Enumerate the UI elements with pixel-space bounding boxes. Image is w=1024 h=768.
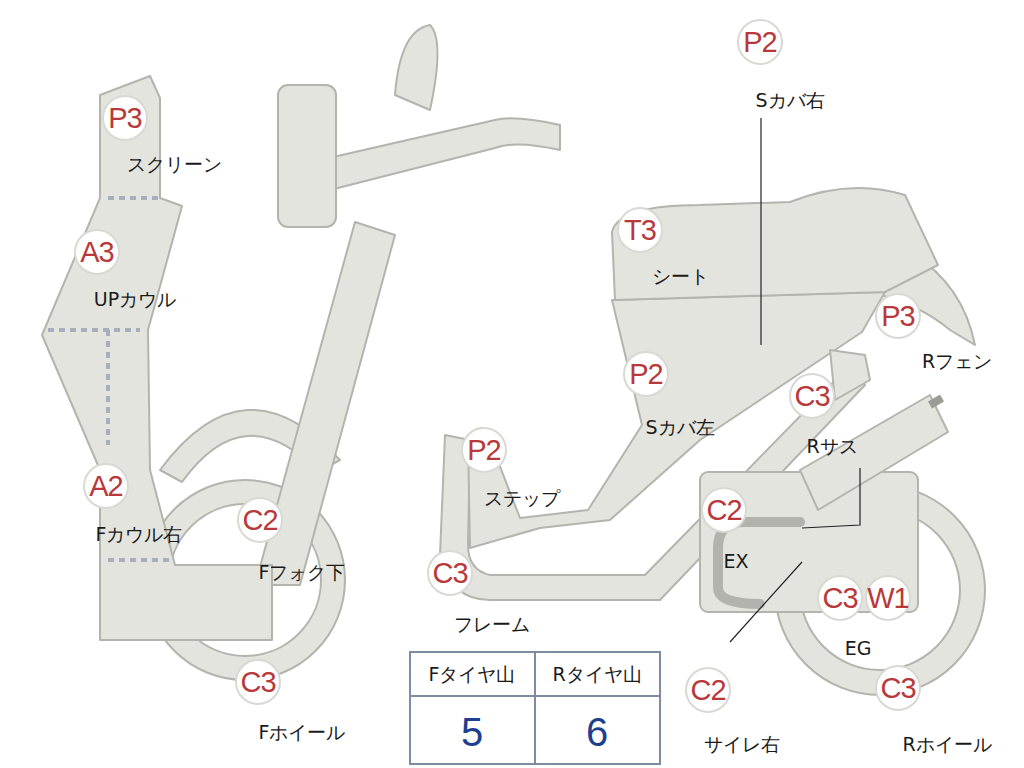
callout-code: C3: [877, 667, 919, 709]
callout-code: P2: [463, 429, 505, 471]
callout-circle: C3Rホイール: [875, 665, 921, 711]
table-value: 5: [461, 710, 483, 755]
part-name: Rフェン: [922, 349, 992, 375]
callout-circle: P2Sカバ左: [623, 351, 669, 397]
callout-code: T3: [619, 209, 661, 251]
tire-table: [410, 652, 660, 764]
callout-code: C3: [237, 661, 279, 703]
callout-circle: W1: [865, 575, 911, 621]
table-header: Rタイヤ山: [552, 662, 641, 688]
callout-circle: C2Fフォク下: [237, 497, 283, 543]
part-name: EX: [723, 550, 748, 572]
callout-code: W1: [867, 577, 909, 619]
part-name: UPカウル: [94, 287, 176, 313]
callout-circle: A3UPカウル: [74, 229, 120, 275]
part-name: Rサス: [806, 434, 857, 460]
part-name: Sカバ右: [755, 88, 824, 114]
callout-circle: C3フレーム: [427, 550, 473, 596]
callout-circle: P2Sカバ右: [737, 19, 783, 65]
mirror: [395, 25, 438, 110]
callout-circle: P3Rフェン: [875, 293, 921, 339]
shock-top: [830, 350, 870, 400]
callout-code: C3: [819, 577, 861, 619]
part-name: ステップ: [484, 486, 560, 512]
part-name: Fフォク下: [259, 560, 346, 586]
exhaust-pipe: [718, 522, 800, 604]
callout-circle: A2Fカウル右: [83, 463, 129, 509]
table-value: 6: [586, 710, 608, 755]
part-name: Fホイール: [259, 720, 346, 746]
part-name: スクリーン: [127, 152, 222, 178]
callout-code: P2: [739, 21, 781, 63]
callout-code: C2: [703, 489, 745, 531]
part-name: シート: [652, 264, 709, 290]
callout-code: P3: [104, 97, 146, 139]
callout-code: P2: [625, 353, 667, 395]
front-cowl: [42, 76, 272, 640]
part-name: Fカウル右: [96, 522, 183, 548]
table-header: Fタイヤ山: [429, 662, 516, 688]
callout-circle: C2EX: [701, 487, 747, 533]
part-name: EG: [845, 637, 872, 659]
part-name: サイレ右: [704, 732, 780, 758]
headlight: [278, 85, 336, 227]
seat: [612, 188, 938, 300]
callout-code: C3: [429, 552, 471, 594]
handlebar: [320, 118, 560, 190]
callout-circle: T3シート: [617, 207, 663, 253]
callout-code: P3: [877, 295, 919, 337]
callout-code: A2: [85, 465, 127, 507]
callout-circle: C2サイレ右: [685, 667, 731, 713]
callout-circle: C3Rサス: [789, 373, 835, 419]
callout-circle: C3Fホイール: [235, 659, 281, 705]
callout-code: C2: [239, 499, 281, 541]
part-name: Sカバ左: [645, 415, 714, 441]
part-name: Rホイール: [902, 732, 991, 758]
part-name: フレーム: [454, 612, 530, 638]
callout-circle: P3スクリーン: [102, 95, 148, 141]
callout-code: A3: [76, 231, 118, 273]
callout-circle: P2ステップ: [461, 427, 507, 473]
callout-code: C3: [791, 375, 833, 417]
callout-circle: C3: [817, 575, 863, 621]
callout-code: C2: [687, 669, 729, 711]
